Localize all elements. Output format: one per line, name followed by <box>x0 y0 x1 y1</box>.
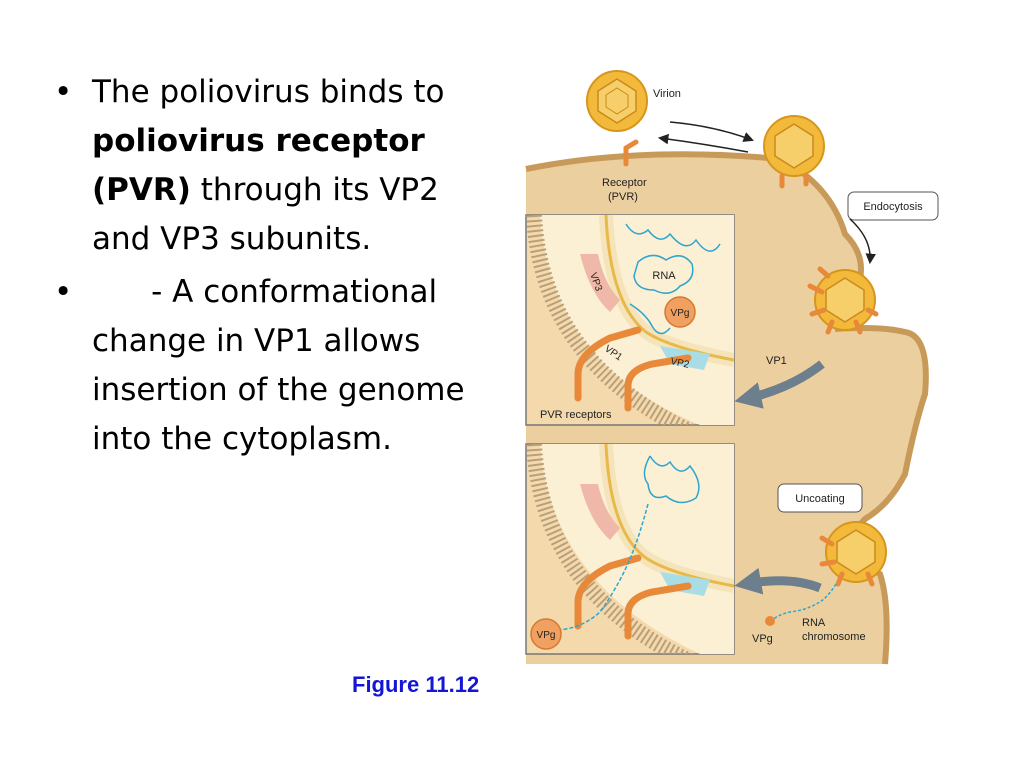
uncoating-box <box>777 483 863 513</box>
arrow-release <box>657 133 749 153</box>
bullet-symbol: • <box>54 274 73 310</box>
endocytosis-box <box>847 191 939 221</box>
bullet-list: • The poliovirus binds to poliovirus rec… <box>52 68 482 464</box>
label-vpg-inset: VPg <box>671 308 690 319</box>
arrow-binding <box>669 121 754 142</box>
label-vp2: VP2 <box>669 356 690 371</box>
vpg-inset-bottom <box>530 618 562 650</box>
label-rna: RNA <box>652 270 676 282</box>
label-receptor-pvr: (PVR) <box>608 191 638 203</box>
virion-uncoating <box>819 521 887 587</box>
label-virion: Virion <box>653 88 681 100</box>
label-vpg-lower: VPg <box>537 630 556 641</box>
label-uncoating: Uncoating <box>795 493 845 505</box>
bullet-text-part: - A conformational change in VP1 allows … <box>92 274 465 457</box>
vpg-inset-top <box>664 296 696 328</box>
figure-caption: Figure 11.12 <box>352 672 480 697</box>
label-vpg-outer: VPg <box>752 633 773 645</box>
rna-chromosome-strand <box>771 583 837 621</box>
label-pvr-receptors: PVR receptors <box>540 409 612 421</box>
arrow-genome-release <box>734 567 822 595</box>
vpg-outer <box>765 616 775 626</box>
bullet-item-vp1-change: • - A conformational change in VP1 allow… <box>52 268 482 464</box>
label-rna-chromosome: RNA <box>802 617 826 629</box>
label-receptor: Receptor <box>602 177 647 189</box>
bullet-text-bold: poliovirus receptor (PVR) <box>92 123 425 208</box>
inset-bottom: VPg <box>525 443 735 655</box>
label-rna-chromosome-line2: chromosome <box>802 631 866 643</box>
bullet-item-pvr-binding: • The poliovirus binds to poliovirus rec… <box>52 68 482 264</box>
inset-top: RNA VPg VP3 VP1 VP2 PVR receptors <box>525 214 735 426</box>
virion-bound <box>763 115 825 189</box>
bullet-symbol: • <box>54 74 73 110</box>
poliovirus-entry-diagram: Virion Receptor (PVR) Endocytosis VP1 <box>525 70 939 665</box>
arrow-vp1-change <box>734 360 825 409</box>
arrow-endocytosis <box>849 218 876 265</box>
bullet-text-part: The poliovirus binds to <box>92 74 445 110</box>
label-endocytosis: Endocytosis <box>863 201 923 213</box>
virion-free <box>586 70 648 132</box>
plasma-membrane <box>834 325 929 665</box>
label-vp1-outer: VP1 <box>766 355 787 367</box>
bullet-text-part: through its VP2 and VP3 subunits. <box>92 172 439 257</box>
virion-endocytosed <box>807 266 879 335</box>
receptor-pvr-free <box>623 139 639 167</box>
